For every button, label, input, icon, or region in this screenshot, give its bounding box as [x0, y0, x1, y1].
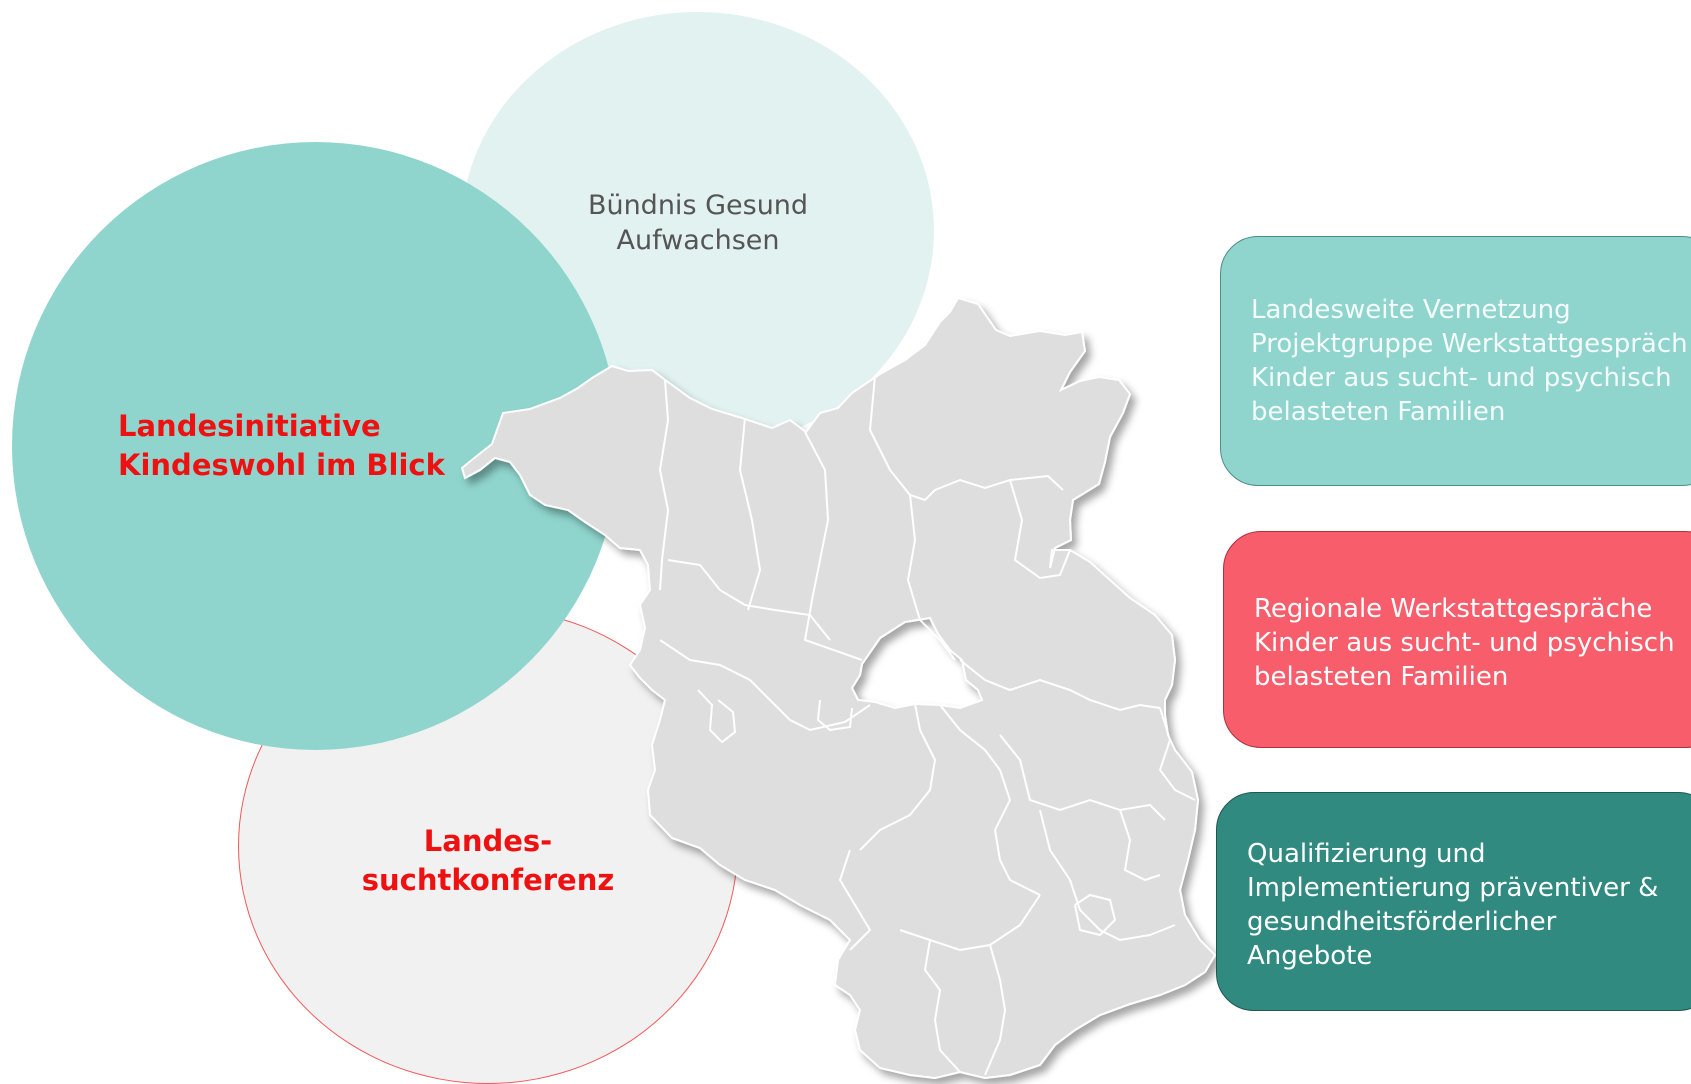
- district-borders: [658, 375, 1196, 1076]
- qualifizierung-box-line: Angebote: [1247, 941, 1373, 971]
- suchtkonferenz-label-line-1: Landes-: [423, 824, 553, 858]
- buendnis-label-line-1: Bündnis Gesund: [587, 190, 809, 221]
- suchtkonferenz-label-line-2: suchtkonferenz: [361, 863, 615, 897]
- landesinitiative-label-line-1: Landesinitiative: [118, 409, 381, 443]
- werkstattgespraeche-box-line: belasteten Familien: [1254, 662, 1509, 692]
- qualifizierung-box-line: Implementierung präventiver &: [1247, 873, 1659, 903]
- vernetzung-box-line: Landesweite Vernetzung: [1251, 295, 1571, 325]
- landesinitiative-label-line-2: Kindeswohl im Blick: [118, 448, 445, 482]
- vernetzung-box: Landesweite Vernetzung Projektgruppe Wer…: [1220, 236, 1691, 486]
- vernetzung-box-line: Projektgruppe Werkstattgespräch: [1251, 329, 1688, 359]
- landesinitiative-label: Landesinitiative Kindeswohl im Blick: [118, 407, 538, 485]
- qualifizierung-box-line: Qualifizierung und: [1247, 839, 1486, 869]
- buendnis-label: Bündnis Gesund Aufwachsen: [560, 188, 836, 258]
- werkstattgespraeche-box-line: Kinder aus sucht- und psychisch: [1254, 628, 1675, 658]
- vernetzung-box-line: belasteten Familien: [1251, 397, 1506, 427]
- map-outline: [460, 296, 1217, 1080]
- werkstattgespraeche-box: Regionale Werkstattgespräche Kinder aus …: [1223, 531, 1691, 748]
- suchtkonferenz-label: Landes- suchtkonferenz: [338, 822, 638, 900]
- qualifizierung-box-line: gesundheitsförderlicher: [1247, 907, 1557, 937]
- vernetzung-box-line: Kinder aus sucht- und psychisch: [1251, 363, 1672, 393]
- buendnis-label-line-2: Aufwachsen: [616, 225, 780, 256]
- qualifizierung-box: Qualifizierung und Implementierung präve…: [1216, 792, 1691, 1011]
- werkstattgespraeche-box-line: Regionale Werkstattgespräche: [1254, 594, 1653, 624]
